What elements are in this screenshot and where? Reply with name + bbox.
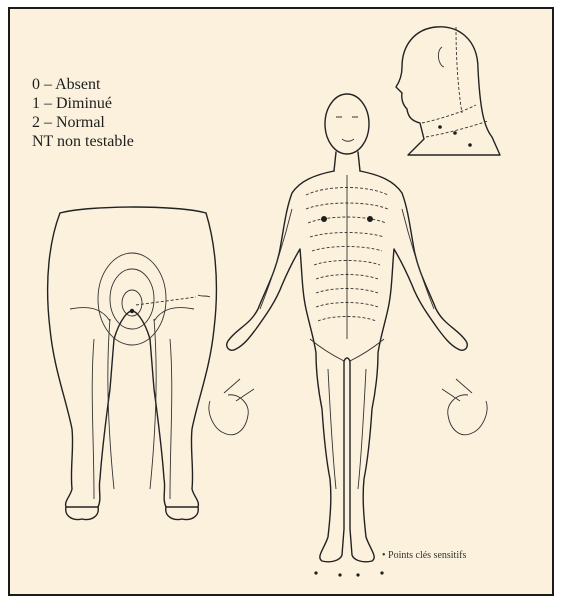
diagram-frame: 0 – Absent 1 – Diminué 2 – Normal NT non… [8, 7, 554, 596]
dermatome-drawings [10, 9, 552, 594]
posterior-legs-figure [48, 207, 217, 520]
key-sensory-points-note: • Points clés sensitifs [382, 550, 466, 561]
anterior-body-figure [209, 94, 487, 577]
head-profile-figure [396, 27, 500, 155]
